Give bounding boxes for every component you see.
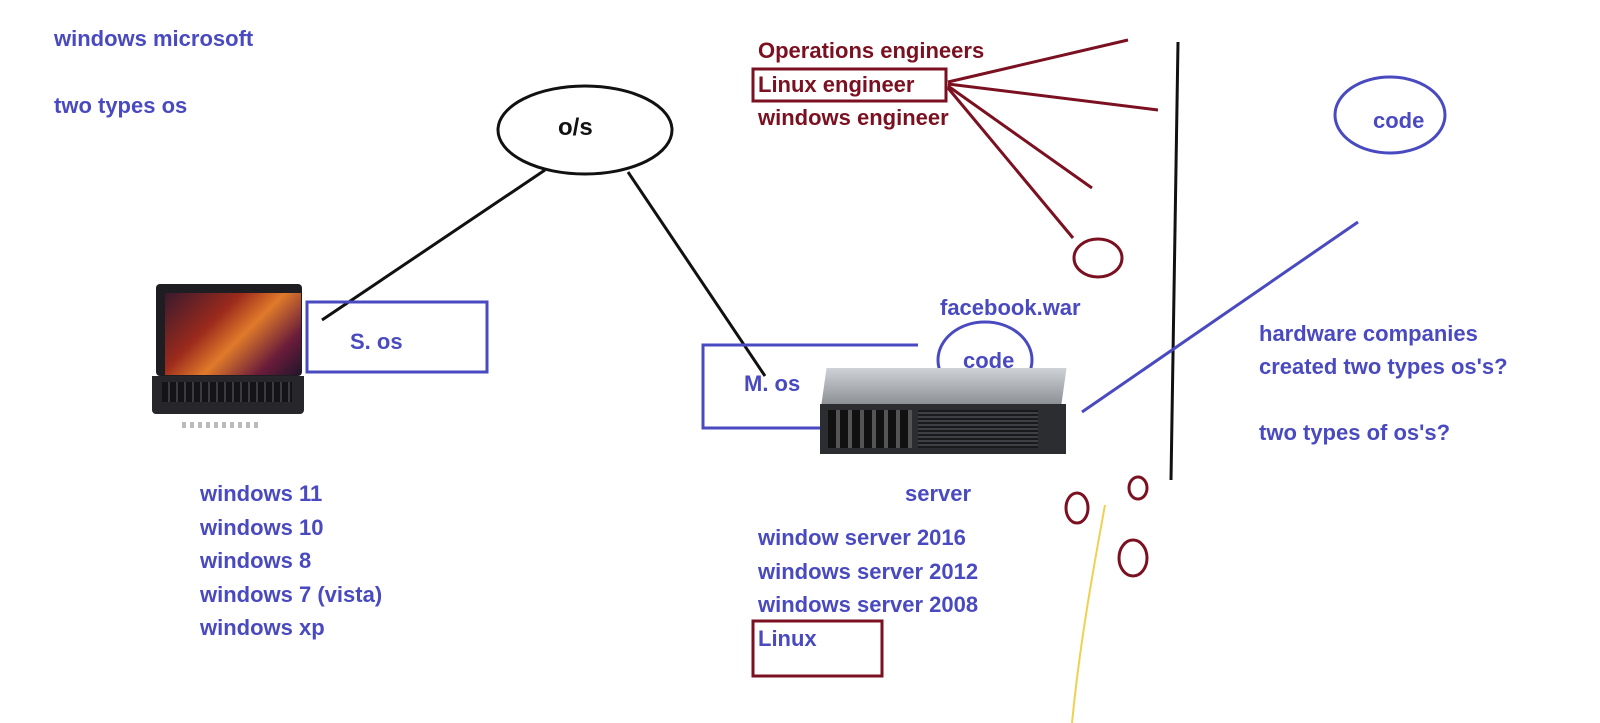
- maroon-circle-3: [1064, 491, 1090, 525]
- list-item: window server 2016: [758, 525, 966, 550]
- desktop-versions-list: windows 11 windows 10 windows 8 windows …: [200, 477, 382, 645]
- vertical-divider: [1169, 41, 1180, 481]
- root-node-label: o/s: [558, 114, 593, 141]
- maroon-circle-1: [1072, 237, 1124, 279]
- single-os-label: S. os: [350, 329, 403, 354]
- list-item: windows 11: [200, 481, 323, 506]
- question-line-2: created two types os's?: [1259, 354, 1508, 379]
- role-fan-line-4: [946, 87, 1075, 239]
- list-item: windows 8: [200, 548, 312, 573]
- note-two-types-os: two types os: [54, 93, 188, 118]
- list-item: windows server 2008: [758, 592, 979, 617]
- yellow-stroke: [1071, 504, 1106, 723]
- server-versions-list: window server 2016 windows server 2012 w…: [758, 521, 978, 655]
- root-node-ellipse: [496, 84, 674, 176]
- server-code-label: code: [963, 348, 1015, 373]
- edge-root-to-multi-os: [626, 171, 767, 377]
- multi-os-label: M. os: [744, 371, 801, 396]
- linux-engineer-box: [751, 67, 948, 103]
- role-fan-line-2: [947, 82, 1159, 112]
- server-to-code-line: [1081, 220, 1359, 414]
- server-icon: [810, 368, 1072, 456]
- role-operations-engineers: Operations engineers: [758, 38, 985, 63]
- multi-os-box: [701, 343, 918, 430]
- right-code-circle: [1333, 75, 1447, 155]
- role-fan-line-1: [947, 38, 1129, 84]
- list-item: windows server 2012: [758, 558, 979, 584]
- server-caption: server: [905, 481, 972, 506]
- right-code-label: code: [1373, 108, 1425, 133]
- list-item: windows 7 (vista): [200, 581, 383, 607]
- deploy-file-label: facebook.war: [940, 295, 1081, 320]
- laptop-icon: [152, 280, 308, 438]
- list-item: windows xp: [200, 615, 325, 640]
- linux-box: [751, 619, 884, 678]
- question-line-3: two types of os's?: [1259, 420, 1451, 445]
- maroon-circle-4: [1117, 538, 1149, 578]
- list-item: Linux: [758, 625, 817, 651]
- role-fan-line-3: [947, 84, 1093, 190]
- role-windows-engineer: windows engineer: [758, 105, 949, 130]
- role-linux-engineer: Linux engineer: [758, 72, 915, 97]
- question-line-1: hardware companies: [1259, 321, 1478, 346]
- note-windows-microsoft: windows microsoft: [54, 26, 254, 51]
- edge-root-to-single-os: [321, 168, 546, 322]
- maroon-circle-2: [1127, 475, 1149, 501]
- single-os-box: [305, 300, 489, 374]
- list-item: windows 10: [200, 514, 324, 540]
